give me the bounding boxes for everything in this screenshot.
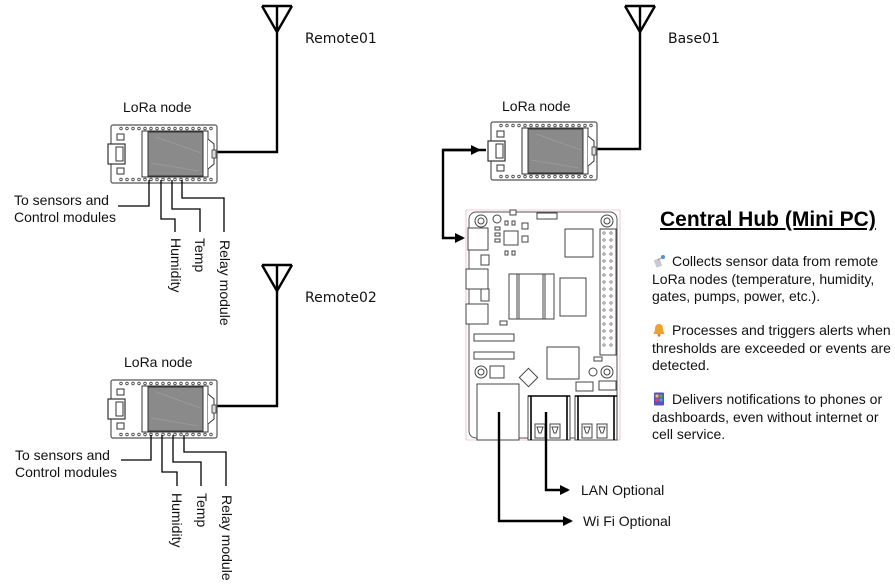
remote01-antenna-icon (260, 4, 294, 34)
usb-port-1 (527, 395, 571, 441)
base01-label: Base01 (668, 31, 720, 47)
remote01-bus-label-line1: To sensors and (14, 192, 109, 208)
remote01-lora-board (107, 124, 218, 184)
hub-item-alerts-text: Processes and triggers alerts when thres… (652, 322, 891, 373)
wifi-optional-label: Wi Fi Optional (583, 513, 671, 529)
usb-port-2 (574, 395, 618, 441)
remote01-pin-relay: Relay module (217, 240, 233, 326)
base01-board-label: LoRa node (502, 98, 571, 114)
hub-title: Central Hub (Mini PC) (660, 208, 876, 231)
remote02-label: Remote02 (305, 290, 377, 306)
remote01-antenna-wire (217, 32, 279, 154)
remote01-pin-wires (118, 180, 225, 232)
remote01-board-label: LoRa node (123, 99, 192, 115)
remote01-bus-label-line2: Control modules (14, 209, 116, 225)
remote01-label: Remote01 (305, 31, 377, 47)
remote01-pin-humidity: Humidity (168, 238, 184, 293)
remote02-pin-relay: Relay module (219, 495, 235, 581)
remote02-board-label: LoRa node (124, 354, 193, 370)
remote02-pin-wires (121, 435, 227, 486)
mini-pc-board (465, 209, 621, 441)
hub-item-collect-text: Collects sensor data from remote LoRa no… (652, 253, 879, 304)
remote02-group (107, 263, 294, 486)
base01-group (441, 4, 657, 243)
hub-item-collect: Collects sensor data from remote LoRa no… (652, 253, 892, 306)
remote01-group (107, 4, 294, 232)
lan-optional-label: LAN Optional (581, 482, 665, 498)
remote02-bus-label-line1: To sensors and (15, 447, 110, 463)
remote02-antenna-wire (217, 291, 279, 408)
lan-output-wire (544, 412, 570, 495)
base01-lora-board (487, 121, 598, 181)
remote02-bus-label-line2: Control modules (15, 464, 117, 480)
base01-antenna-icon (623, 4, 657, 34)
satellite-antenna-icon (652, 254, 666, 268)
hub-item-notify: Delivers notifications to phones or dash… (652, 391, 892, 444)
mobile-phone-icon (652, 392, 666, 406)
hub-item-alerts: Processes and triggers alerts when thres… (652, 322, 892, 375)
remote02-pin-humidity: Humidity (169, 493, 185, 548)
remote02-lora-board (107, 379, 218, 439)
hub-item-notify-text: Delivers notifications to phones or dash… (652, 391, 883, 442)
remote02-antenna-icon (260, 263, 294, 293)
bell-icon (652, 323, 666, 337)
base01-antenna-wire (597, 32, 642, 151)
wifi-output-wire (497, 412, 573, 526)
remote02-pin-temp: Temp (194, 493, 210, 528)
remote01-pin-temp: Temp (192, 238, 208, 273)
